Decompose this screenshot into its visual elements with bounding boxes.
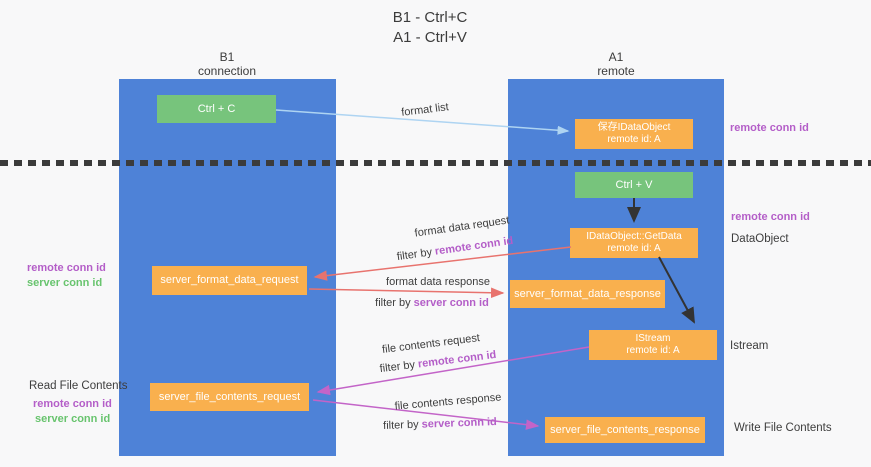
edge-label-format-data-request: format data request [413, 214, 511, 240]
dashed-separator [0, 160, 871, 166]
filter-by-text: filter by [396, 246, 433, 264]
node-istream: IStream remote id: A [589, 330, 717, 360]
file-request-label: server_file_contents_request [158, 390, 301, 403]
node-ctrl-c: Ctrl + C [157, 95, 276, 123]
label-dataobject: DataObject [731, 233, 789, 245]
node-server-file-contents-request: server_file_contents_request [150, 383, 309, 411]
lane-a1-subtitle: remote [597, 64, 635, 78]
saved-dataobject-line2: remote id: A [607, 134, 661, 145]
ctrl-v-label: Ctrl + V [615, 178, 653, 191]
node-server-format-data-response: server_format_data_response [510, 280, 665, 308]
label-write-file-contents: Write File Contents [734, 422, 832, 434]
filter-by-text: filter by [379, 358, 416, 376]
format-request-label: server_format_data_request [160, 274, 299, 286]
edge-label-format-data-response: format data response [386, 276, 490, 288]
label-remote-conn-id-top-right: remote conn id [730, 122, 809, 134]
edge-label-filter-remote-1: filter byremote conn id [396, 235, 514, 263]
label-remote-conn-id-left-1: remote conn id [27, 262, 106, 274]
remote-conn-id-text: remote conn id [417, 348, 497, 371]
file-response-label: server_file_contents_response [550, 423, 700, 436]
server-conn-id-text: server conn id [421, 416, 498, 431]
label-istream: Istream [730, 340, 769, 352]
format-response-label: server_format_data_response [514, 287, 661, 300]
label-server-conn-id-left-1: server conn id [27, 277, 103, 289]
filter-by-text: filter by [382, 418, 419, 432]
istream-line2: remote id: A [626, 345, 680, 356]
istream-line1: IStream [635, 333, 671, 344]
edge-label-format-list: format list [400, 101, 450, 119]
lane-header-a1: A1 remote [556, 50, 676, 78]
saved-dataobject-line1: 保存IDataObject [597, 122, 671, 133]
node-idataobject-getdata: IDataObject::GetData remote id: A [570, 228, 698, 258]
title-line-1: B1 - Ctrl+C [392, 9, 468, 26]
lane-b1-subtitle: connection [197, 64, 257, 78]
node-server-format-data-request: server_format_data_request [152, 266, 307, 295]
filter-by-text: filter by [375, 297, 411, 309]
edge-label-file-contents-response: file contents response [394, 391, 502, 413]
remote-conn-id-text: remote conn id [434, 234, 514, 258]
getdata-line2: remote id: A [607, 243, 661, 254]
server-conn-id-text: server conn id [413, 297, 489, 309]
title-line-2: A1 - Ctrl+V [393, 29, 467, 46]
label-server-conn-id-left-2: server conn id [35, 413, 111, 425]
arrow-format-data-response [308, 287, 505, 299]
label-remote-conn-id-mid-right: remote conn id [731, 211, 810, 223]
node-server-file-contents-response: server_file_contents_response [545, 417, 705, 443]
label-read-file-contents: Read File Contents [29, 380, 128, 392]
lane-a1-title: A1 [608, 50, 624, 64]
diagram-title: B1 - Ctrl+C A1 - Ctrl+V [330, 8, 530, 48]
getdata-line1: IDataObject::GetData [586, 231, 682, 242]
lane-b1-title: B1 [219, 50, 235, 64]
ctrl-c-label: Ctrl + C [197, 102, 236, 115]
node-saved-dataobject: 保存IDataObject remote id: A [575, 119, 693, 149]
lane-header-b1: B1 connection [167, 50, 287, 78]
label-remote-conn-id-left-2: remote conn id [33, 398, 112, 410]
node-ctrl-v: Ctrl + V [575, 172, 693, 198]
